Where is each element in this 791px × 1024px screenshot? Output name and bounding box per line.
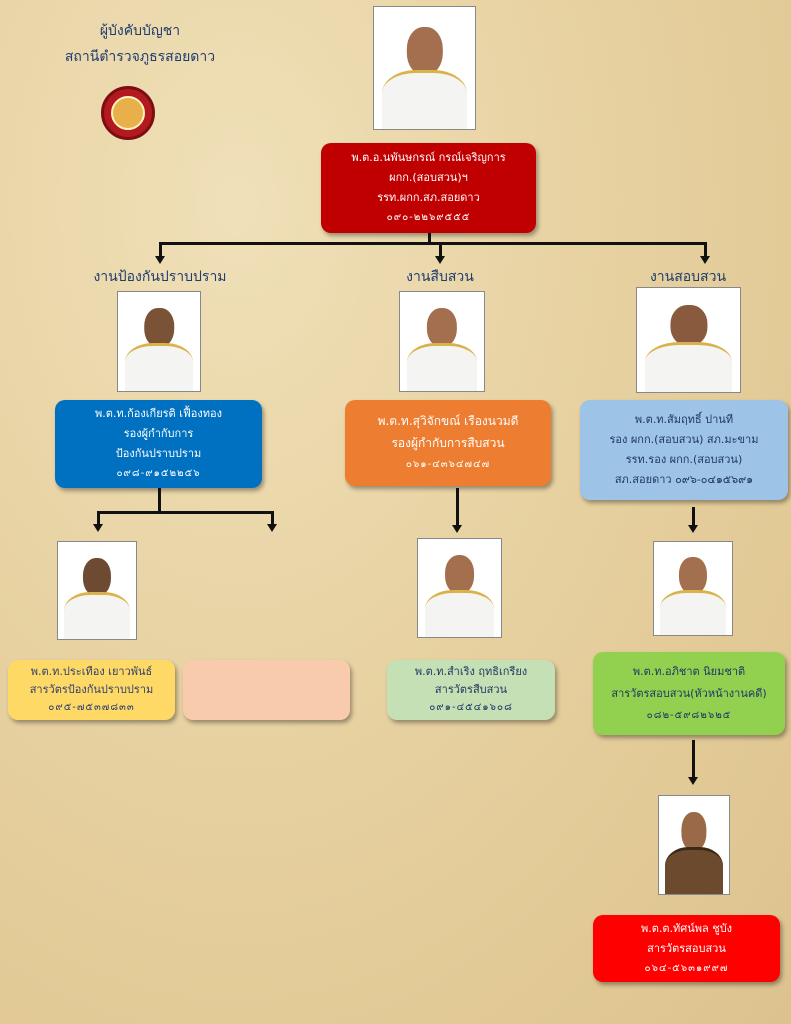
name: พ.ต.ท.สุวิจักขณ์ เรืองนวมดี bbox=[377, 414, 519, 428]
acting-position: รรท.รอง ผกก.(สอบสวน) bbox=[625, 453, 743, 466]
commander-acting: รรท.ผกก.สภ.สอยดาว bbox=[377, 191, 480, 204]
commander-position: ผกก.(สอบสวน)ฯ bbox=[389, 171, 468, 184]
title-line1: ผู้บังคับบัญชา bbox=[99, 23, 181, 39]
section-label-investigation: งานสืบสวน bbox=[406, 269, 474, 285]
inspector-investigation-photo bbox=[417, 538, 502, 638]
connector bbox=[692, 740, 695, 778]
phone: ๐๙๕-๗๕๓๗๘๓๓ bbox=[48, 702, 135, 713]
inspector-investigation-box: พ.ต.ท.สำเริง ฤทธิเกรียง สารวัตรสืบสวน ๐๙… bbox=[387, 660, 555, 720]
phone: ๐๙๑-๔๕๔๑๖๐๘ bbox=[429, 702, 513, 713]
deputy-investigation-photo bbox=[399, 291, 485, 392]
deputy-inquiry-photo bbox=[636, 287, 741, 393]
arrow-down-icon bbox=[452, 525, 462, 533]
deputy-investigation-box: พ.ต.ท.สุวิจักขณ์ เรืองนวมดี รองผู้กำกับก… bbox=[345, 400, 551, 486]
inspector-prevention-photo bbox=[57, 541, 137, 640]
section-label-prevention: งานป้องกันปราบปราม bbox=[93, 269, 227, 285]
commander-box: พ.ต.อ.นพันษกรณ์ กรณ์เจริญการ ผกก.(สอบสวน… bbox=[321, 143, 536, 233]
position: สารวัตรสืบสวน bbox=[434, 683, 508, 696]
position: รองผู้กำกับการสืบสวน bbox=[391, 436, 505, 450]
arrow-down-icon bbox=[267, 524, 277, 532]
connector bbox=[159, 242, 707, 245]
station-phone: สภ.สอยดาว ๐๙๖-๐๔๑๕๖๙๑ bbox=[614, 473, 754, 486]
arrow-down-icon bbox=[700, 256, 710, 264]
position: รอง ผกก.(สอบสวน) สภ.มะขาม bbox=[609, 433, 759, 446]
name: พ.ต.ต.ทัศน์พล ชูบัง bbox=[640, 921, 733, 935]
connector bbox=[439, 242, 442, 256]
commander-name: พ.ต.อ.นพันษกรณ์ กรณ์เจริญการ bbox=[351, 151, 506, 164]
name: พ.ต.ท.ก้องเกียรติ เฟื้องทอง bbox=[95, 407, 222, 420]
inspector-inquiry-box: พ.ต.ท.อภิชาต นิยมชาติ สารวัตรสอบสวน(หัวห… bbox=[593, 652, 785, 735]
connector bbox=[97, 511, 100, 525]
phone: ๐๘๒-๕๙๘๒๖๒๕ bbox=[646, 709, 732, 721]
name: พ.ต.ท.ประเทือง เยาวพันธ์ bbox=[30, 665, 153, 678]
arrow-down-icon bbox=[688, 525, 698, 533]
position: สารวัตรสอบสวน(หัวหน้างานคดี) bbox=[611, 686, 767, 700]
inspector-inquiry-2-box: พ.ต.ต.ทัศน์พล ชูบัง สารวัตรสอบสวน ๐๖๔-๕๖… bbox=[593, 915, 780, 982]
name: พ.ต.ท.สัมฤทธิ์ ปานที bbox=[634, 413, 734, 426]
connector bbox=[159, 242, 162, 256]
inspector-inquiry-2-photo bbox=[658, 795, 730, 895]
deputy-prevention-box: พ.ต.ท.ก้องเกียรติ เฟื้องทอง รองผู้กำกับก… bbox=[55, 400, 262, 488]
name: พ.ต.ท.อภิชาต นิยมชาติ bbox=[632, 664, 746, 678]
position-unit: ป้องกันปราบปราม bbox=[115, 447, 202, 460]
phone: ๐๖๑-๔๓๖๔๗๔๗ bbox=[405, 459, 491, 470]
arrow-down-icon bbox=[688, 777, 698, 785]
commander-photo bbox=[373, 6, 476, 130]
commander-phone: ๐๙๐-๒๒๖๙๕๕๕ bbox=[386, 212, 471, 223]
deputy-inquiry-box: พ.ต.ท.สัมฤทธิ์ ปานที รอง ผกก.(สอบสวน) สภ… bbox=[580, 400, 788, 500]
phone: ๐๖๔-๕๖๓๑๙๙๗ bbox=[644, 962, 729, 974]
arrow-down-icon bbox=[93, 524, 103, 532]
connector bbox=[704, 242, 707, 256]
connector bbox=[271, 511, 274, 525]
police-emblem-logo bbox=[101, 86, 155, 140]
vacant-position-box bbox=[183, 660, 350, 720]
inspector-prevention-box: พ.ต.ท.ประเทือง เยาวพันธ์ สารวัตรป้องกันป… bbox=[8, 660, 175, 720]
position: สารวัตรสอบสวน bbox=[647, 941, 726, 955]
connector bbox=[692, 507, 695, 526]
title-line2: สถานีตำรวจภูธรสอยดาว bbox=[64, 49, 216, 65]
position: สารวัตรป้องกันปราบปราม bbox=[29, 683, 154, 696]
connector bbox=[428, 233, 431, 244]
connector bbox=[456, 488, 459, 526]
position: รองผู้กำกับการ bbox=[123, 427, 194, 440]
arrow-down-icon bbox=[155, 256, 165, 264]
name: พ.ต.ท.สำเริง ฤทธิเกรียง bbox=[414, 665, 528, 678]
phone: ๐๙๘-๙๑๕๒๒๕๖ bbox=[116, 468, 201, 479]
connector bbox=[158, 488, 161, 512]
connector bbox=[97, 511, 274, 514]
deputy-prevention-photo bbox=[117, 291, 201, 392]
section-label-inquiry: งานสอบสวน bbox=[649, 269, 727, 285]
inspector-inquiry-photo bbox=[653, 541, 733, 636]
arrow-down-icon bbox=[435, 256, 445, 264]
